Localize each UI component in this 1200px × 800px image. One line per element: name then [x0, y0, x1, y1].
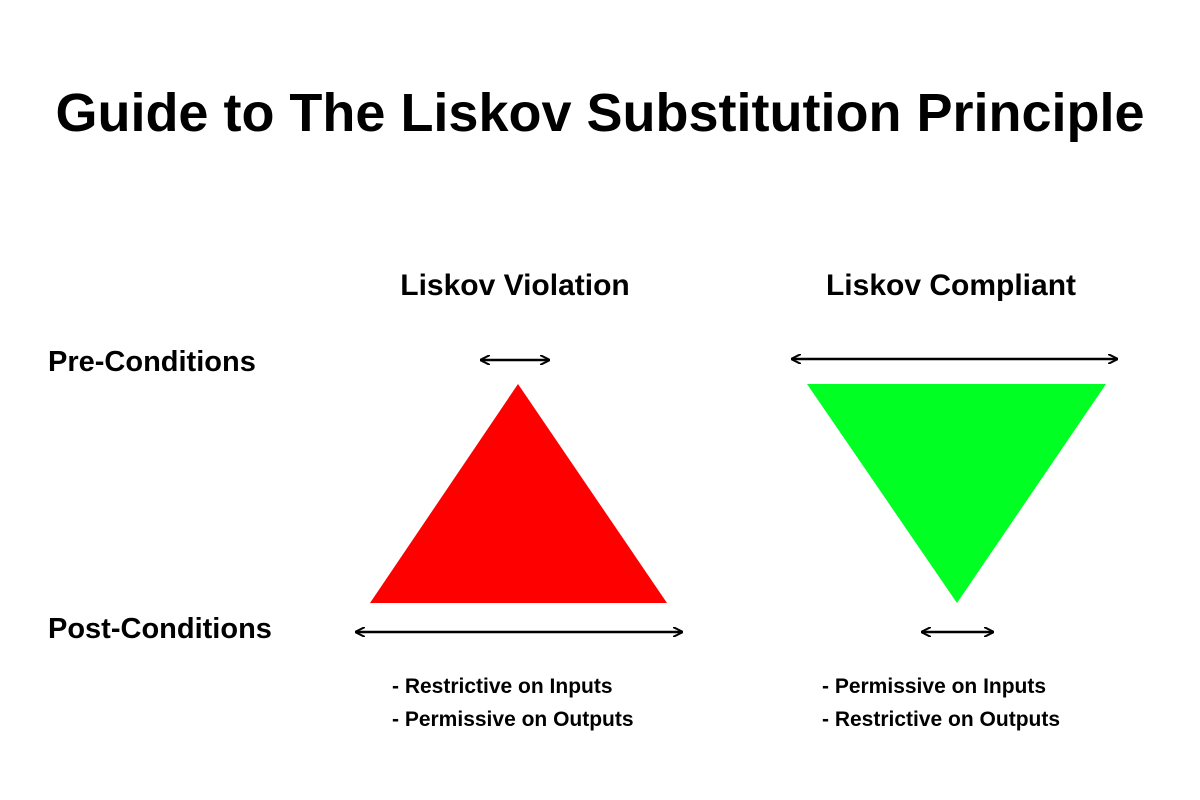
compliant-triangle — [807, 384, 1106, 603]
compliant-note-inputs: - Permissive on Inputs — [822, 675, 1047, 698]
compliant-note-outputs: - Restrictive on Outputs — [822, 708, 1061, 731]
compliant-notes: - Permissive on Inputs - Restrictive on … — [822, 670, 1152, 736]
post-conditions-label: Post-Conditions — [48, 613, 272, 645]
violation-note-outputs: - Permissive on Outputs — [392, 708, 634, 731]
pre-conditions-label: Pre-Conditions — [48, 346, 256, 378]
diagram-title: Guide to The Liskov Substitution Princip… — [55, 83, 1145, 143]
violation-heading: Liskov Violation — [400, 269, 630, 302]
violation-notes: - Restrictive on Inputs - Permissive on … — [392, 670, 722, 736]
violation-triangle — [370, 384, 667, 603]
compliant-heading: Liskov Compliant — [825, 269, 1077, 302]
violation-note-inputs: - Restrictive on Inputs — [392, 675, 613, 698]
